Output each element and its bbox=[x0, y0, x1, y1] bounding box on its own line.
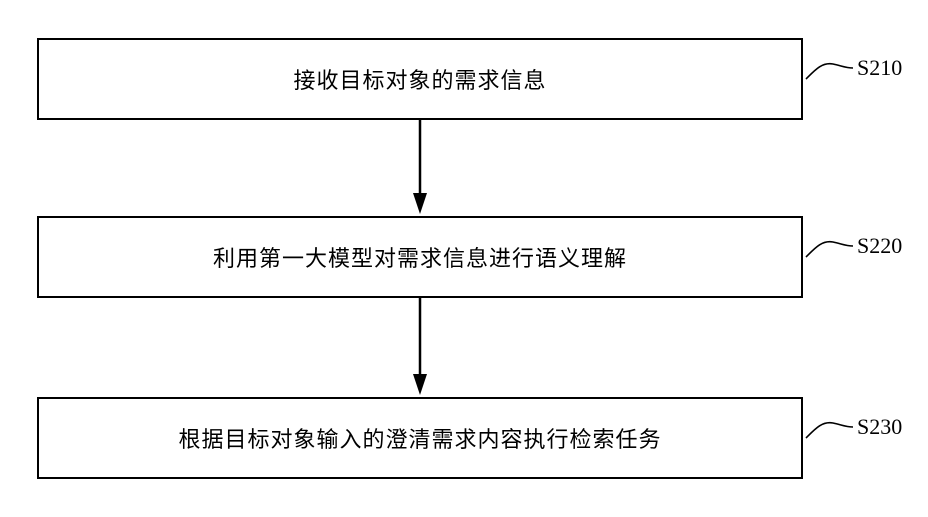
step-box-s220: 利用第一大模型对需求信息进行语义理解 bbox=[37, 216, 803, 298]
label-leader-3 bbox=[806, 423, 853, 438]
step-text-s220: 利用第一大模型对需求信息进行语义理解 bbox=[213, 241, 627, 273]
arrowhead-1 bbox=[413, 193, 427, 214]
label-leader-1 bbox=[806, 64, 853, 79]
step-box-s210: 接收目标对象的需求信息 bbox=[37, 38, 803, 120]
step-text-s230: 根据目标对象输入的澄清需求内容执行检索任务 bbox=[178, 422, 661, 454]
step-text-s210: 接收目标对象的需求信息 bbox=[293, 63, 546, 95]
label-leader-2 bbox=[806, 242, 853, 257]
step-label-s220: S220 bbox=[857, 233, 902, 259]
step-label-s230: S230 bbox=[857, 414, 902, 440]
step-box-s230: 根据目标对象输入的澄清需求内容执行检索任务 bbox=[37, 397, 803, 479]
arrowhead-2 bbox=[413, 374, 427, 395]
step-label-s210: S210 bbox=[857, 55, 902, 81]
